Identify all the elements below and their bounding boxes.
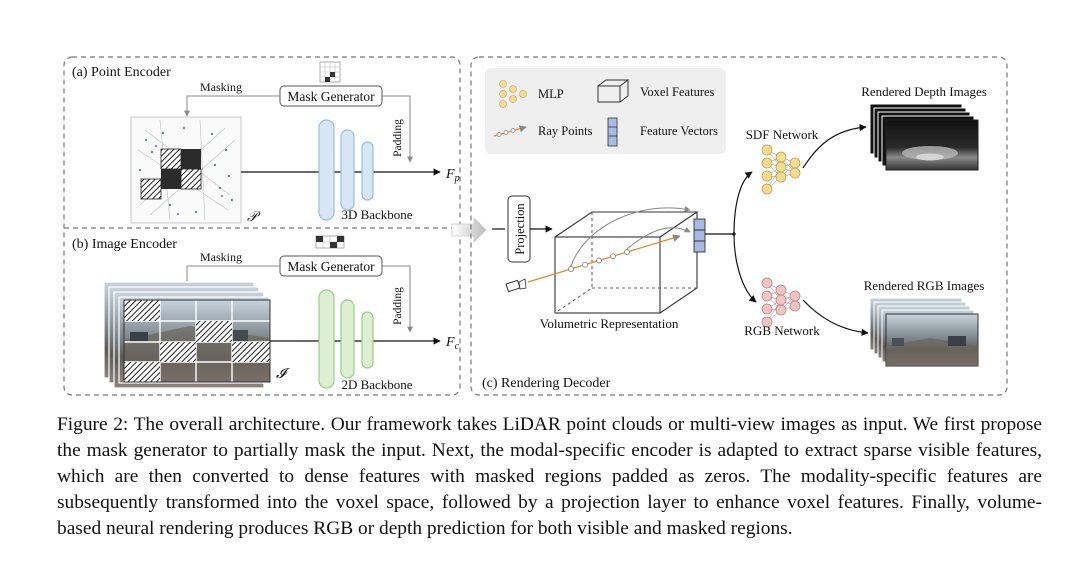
rgb-network-label: RGB Network — [744, 323, 820, 338]
architecture-figure: (a) Point Encoder Mask Generator Masking… — [63, 56, 1008, 396]
point-encoder-panel: (a) Point Encoder Mask Generator Masking… — [63, 56, 461, 396]
mask-grid-icon — [319, 61, 341, 83]
svg-text:Fp: Fp — [445, 167, 460, 184]
camera-icon — [505, 278, 527, 293]
feature-vectors-legend-label: Feature Vectors — [640, 124, 718, 138]
sampling-curve-inner — [626, 226, 691, 250]
projection-label: Projection — [513, 203, 527, 255]
depth-images-label: Rendered Depth Images — [861, 84, 987, 99]
branch-to-sdf — [733, 171, 753, 235]
image-encoder-title: (b) Image Encoder — [72, 237, 177, 252]
masking-arrow-b — [184, 265, 280, 288]
image-encoder-panel: (b) Image Encoder Mask Generator Masking… — [72, 235, 460, 392]
multi-view-images — [103, 281, 271, 389]
rgb-network-icon — [761, 277, 801, 328]
rendering-decoder-panel: (c) Rendering Decoder MLP Voxel Features — [470, 56, 1008, 396]
rgb-images-label: Rendered RGB Images — [864, 278, 985, 293]
voxel-features-legend-label: Voxel Features — [640, 85, 715, 99]
rendered-rgb-images — [869, 297, 979, 367]
padding-arrow-a — [382, 95, 413, 163]
ray-points-legend-icon — [493, 125, 527, 137]
masking-arrow-a — [184, 95, 280, 117]
mask-generator-label-b: Mask Generator — [287, 259, 375, 274]
volumetric-representation-label: Volumetric Representation — [540, 316, 679, 331]
3d-backbone — [318, 119, 374, 221]
padding-label-b: Padding — [392, 287, 404, 325]
ray-points — [568, 249, 630, 272]
decoder-dashed-frame — [470, 56, 1008, 396]
2d-backbone — [318, 289, 374, 389]
sdf-network-label: SDF Network — [746, 127, 819, 142]
rendering-decoder-title: (c) Rendering Decoder — [482, 376, 611, 391]
point-encoder-title: (a) Point Encoder — [72, 65, 171, 80]
3d-backbone-label: 3D Backbone — [341, 207, 412, 222]
sampling-curve — [570, 206, 691, 267]
branch-to-rgb — [733, 233, 757, 303]
sdf-to-depth-arrow — [802, 123, 867, 169]
voxel-legend-icon — [597, 79, 630, 103]
2d-backbone-label: 2D Backbone — [341, 377, 412, 392]
image-feature-output: Fc — [445, 335, 460, 352]
masking-label-b: Masking — [200, 250, 242, 264]
encoder-to-decoder-arrow — [451, 217, 487, 243]
mlp-legend-label: MLP — [538, 87, 564, 101]
voxel-cube — [554, 211, 699, 314]
feature-vectors-legend-icon — [607, 117, 618, 147]
svg-text:Fc: Fc — [445, 335, 460, 352]
mask-grid-icon — [315, 235, 345, 249]
padding-label-a: Padding — [392, 119, 404, 157]
image-symbol: 𝓘 — [276, 367, 290, 382]
legend-panel: MLP Voxel Features Ray Points Feature Ve… — [485, 68, 726, 154]
rendered-depth-images — [869, 103, 979, 171]
padding-arrow-b — [382, 265, 413, 333]
feature-vector — [693, 218, 706, 253]
point-feature-output: Fp — [445, 167, 460, 184]
ray-points-legend-label: Ray Points — [538, 124, 593, 138]
mask-generator-label-a: Mask Generator — [287, 89, 375, 104]
figure-caption: Figure 2: The overall architecture. Our … — [57, 414, 1042, 539]
masking-label-a: Masking — [200, 80, 242, 94]
rgb-to-images-arrow — [802, 299, 869, 336]
ray — [527, 234, 681, 283]
point-cloud-image — [130, 116, 242, 224]
mlp-legend-icon — [499, 80, 527, 108]
point-cloud-symbol: 𝒫 — [247, 210, 261, 225]
sdf-network-icon — [761, 144, 801, 195]
